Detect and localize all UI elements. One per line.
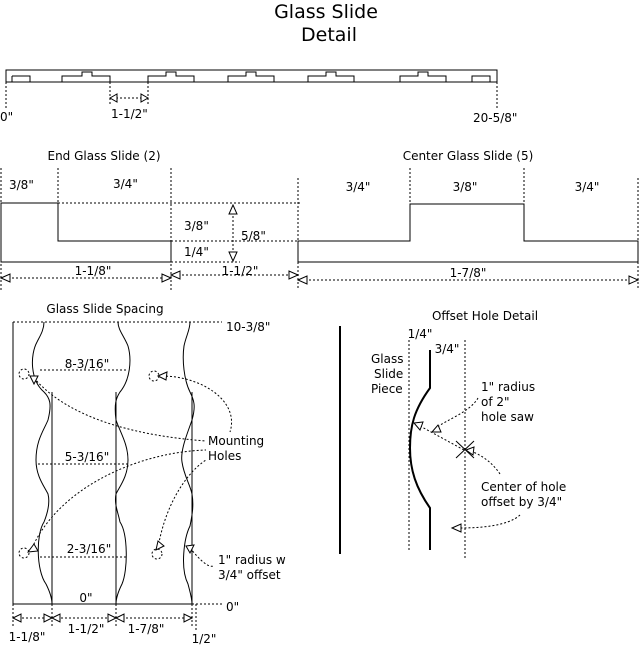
hole-saw-label-3: hole saw (481, 410, 534, 424)
end-slide-height-dim: 5/8" (241, 229, 266, 243)
spacing-top-dim: 10-3/8" (226, 320, 270, 334)
center-slide-heading: Center Glass Slide (5) (403, 149, 534, 163)
center-slide-profile (296, 168, 640, 290)
spacing-dim-1: 8-3/16" (65, 357, 109, 371)
end-slide-right-dim: 3/4" (113, 177, 138, 191)
center-slide-total-dim: 1-7/8" (450, 266, 487, 280)
hole-saw-label-1: 1" radius (481, 380, 535, 394)
top-rail-view (5, 69, 498, 108)
spacing-zero-label: 0" (79, 591, 92, 605)
hole-center-label-2: offset by 3/4" (481, 495, 562, 509)
hole-saw-label-2: of 2" (481, 395, 510, 409)
spacing-dim-2: 5-3/16" (65, 450, 109, 464)
center-slide-left-dim: 3/4" (346, 180, 371, 194)
title-line-2: Detail (301, 24, 357, 46)
rail-start-label: 0" (0, 110, 13, 124)
end-slide-bottom-dim: 1/4" (184, 245, 209, 259)
title-line-1: Glass Slide (274, 1, 378, 23)
rail-spacing-label: 1-1/2" (111, 107, 148, 121)
spacing-layout (11, 321, 233, 632)
spacing-dim-3: 2-3/16" (67, 542, 111, 556)
end-slide-left-dim: 3/8" (9, 178, 34, 192)
mounting-holes-label-2: Holes (208, 449, 241, 463)
center-slide-mid-dim: 3/8" (453, 180, 478, 194)
end-slide-profile (0, 168, 300, 290)
radius-label-1: 1" radius w (218, 553, 286, 567)
end-slide-gap-dim: 1-1/2" (222, 264, 259, 278)
mounting-holes-label-1: Mounting (208, 434, 264, 448)
hole-center-label-1: Center of hole (481, 480, 566, 494)
spacing-bottom-4: 1/2" (192, 632, 217, 646)
end-slide-total-dim: 1-1/8" (75, 264, 112, 278)
end-slide-heading: End Glass Slide (2) (47, 149, 160, 163)
glass-piece-label-3: Piece (371, 382, 403, 396)
offset-heading: Offset Hole Detail (432, 309, 538, 323)
glass-piece-label-1: Glass (371, 352, 404, 366)
offset-hole-drawing (339, 326, 521, 560)
radius-label-2: 3/4" offset (218, 568, 281, 582)
spacing-bottom-2: 1-1/2" (68, 622, 105, 636)
spacing-heading: Glass Slide Spacing (46, 302, 163, 316)
spacing-right-zero: 0" (226, 600, 239, 614)
spacing-bottom-1: 1-1/8" (9, 630, 46, 644)
end-slide-step-dim: 3/8" (184, 219, 209, 233)
offset-dim-a: 1/4" (408, 327, 433, 341)
center-slide-right-dim: 3/4" (575, 180, 600, 194)
rail-end-label: 20-5/8" (473, 111, 517, 125)
glass-piece-label-2: Slide (374, 367, 403, 381)
spacing-bottom-3: 1-7/8" (128, 622, 165, 636)
offset-dim-b: 3/4" (435, 342, 460, 356)
